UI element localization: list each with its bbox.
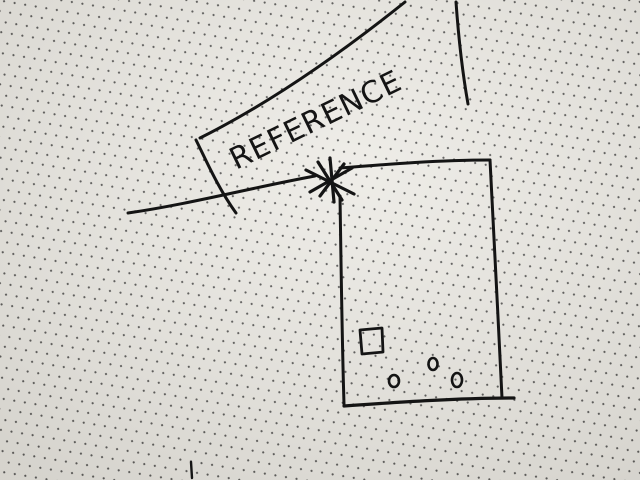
asterisk-icon <box>304 156 356 204</box>
square-icon <box>358 326 385 356</box>
reference-frame <box>194 0 470 215</box>
circle-icons <box>387 356 464 389</box>
circle-icon <box>387 373 401 389</box>
circle-icon <box>450 371 464 389</box>
reference-line <box>126 174 317 215</box>
box-outline <box>338 158 516 408</box>
circle-icon <box>427 356 439 372</box>
stray-mark <box>189 460 194 480</box>
